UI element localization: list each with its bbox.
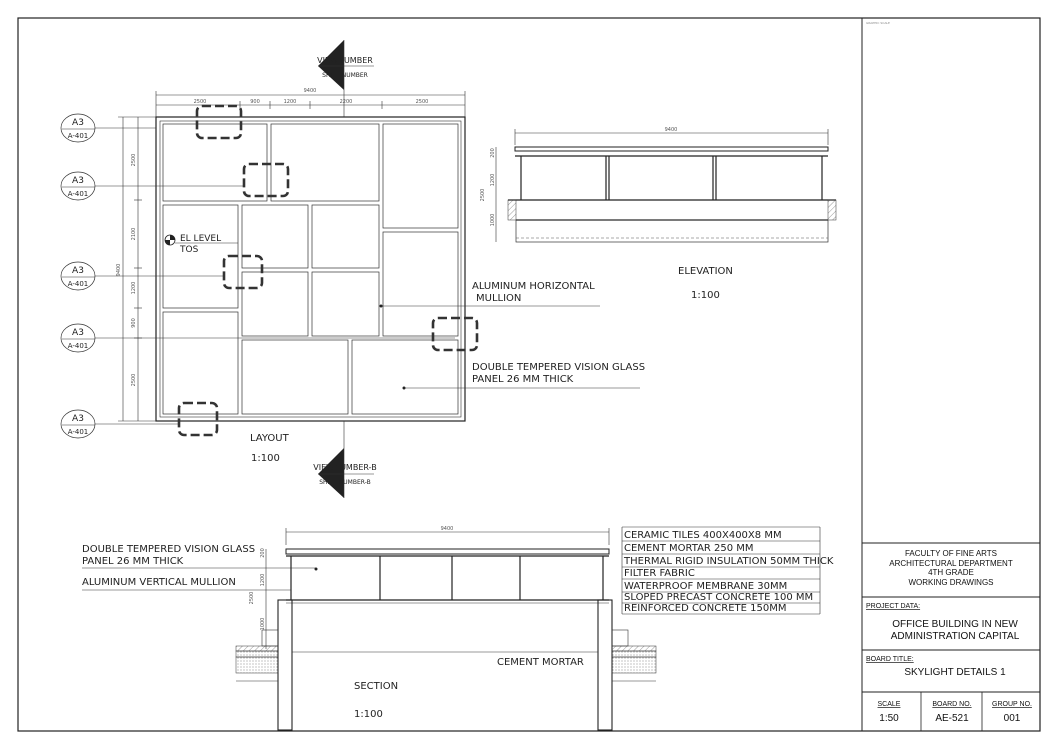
tb-board-title: SKYLIGHT DETAILS 1 bbox=[904, 667, 1006, 678]
sheet-header-small: GRAPHIC SCALE bbox=[866, 21, 890, 25]
bubble-4: A3 A-401 bbox=[60, 323, 455, 353]
section-title: SECTION bbox=[354, 681, 398, 692]
layer-4: FILTER FABRIC bbox=[624, 568, 695, 579]
layer-6: SLOPED PRECAST CONCRETE 100 MM bbox=[624, 592, 813, 603]
tb-group-no-value: 001 bbox=[1004, 713, 1021, 724]
plan-outer-frame bbox=[155, 116, 466, 422]
level-label-2: TOS bbox=[179, 245, 199, 255]
layer-5: WATERPROOF MEMBRANE 30MM bbox=[624, 581, 787, 592]
tb-scale-label: SCALE bbox=[878, 701, 901, 708]
plan-top-dim-5: 2500 bbox=[416, 99, 429, 105]
bubble-5-top: A3 bbox=[72, 414, 84, 424]
bubble-1: A3 A-401 bbox=[60, 113, 156, 143]
tb-group-no-label: GROUP NO. bbox=[992, 701, 1032, 708]
bubble-4-top: A3 bbox=[72, 328, 84, 338]
title-block: FACULTY OF FINE ARTS ARCHITECTURAL DEPAR… bbox=[862, 542, 1040, 731]
level-label-1: EL LEVEL bbox=[180, 234, 221, 244]
sec-vdim-4: 1000 bbox=[260, 618, 266, 631]
layer-1: CERAMIC TILES 400X400X8 MM bbox=[624, 530, 782, 541]
sec-vdim-3: 2500 bbox=[249, 592, 255, 605]
view-marker-bottom: VIEWNUMBER-B SHEETNUMBER-B bbox=[313, 421, 377, 498]
bubble-5: A3 A-401 bbox=[60, 409, 179, 439]
bubble-2-top: A3 bbox=[72, 176, 84, 186]
view-top-number: VIEWNUMBER bbox=[317, 56, 373, 65]
note-glass-1: DOUBLE TEMPERED VISION GLASS bbox=[472, 362, 645, 373]
elevation-title: ELEVATION bbox=[678, 266, 733, 277]
sec-overall-dim: 9400 bbox=[441, 526, 454, 532]
plan-top-dim-2: 900 bbox=[250, 99, 260, 105]
plan-top-dim-1: 2500 bbox=[194, 99, 207, 105]
tb-project-line-1: OFFICE BUILDING IN NEW bbox=[892, 619, 1018, 630]
view-top-sheet: SHEETNUMBER bbox=[322, 72, 368, 79]
section-bubbles: A3 A-401 A3 A-401 A3 A-401 A3 bbox=[60, 113, 455, 439]
tb-drawings: WORKING DRAWINGS bbox=[908, 578, 993, 587]
elev-vdim-2: 1200 bbox=[490, 174, 496, 187]
bubble-3: A3 A-401 bbox=[60, 261, 224, 291]
layout-title: LAYOUT bbox=[250, 433, 290, 444]
view-bottom-number: VIEWNUMBER-B bbox=[313, 463, 376, 472]
plan-left-dim-2: 2100 bbox=[131, 228, 137, 241]
bubble-3-bottom: A-401 bbox=[68, 280, 89, 288]
plan-left-overall: 9400 bbox=[116, 264, 122, 277]
plan-top-dim-4: 2200 bbox=[340, 99, 353, 105]
view-bottom-sheet: SHEETNUMBER-B bbox=[319, 479, 371, 486]
plan-inner-frame bbox=[159, 120, 462, 418]
sec-vdim-2: 1200 bbox=[260, 574, 266, 587]
sec-vdim-1: 200 bbox=[260, 548, 266, 558]
plan-left-dim-1: 2500 bbox=[131, 154, 137, 167]
sec-note-mullion: ALUMINUM VERTICAL MULLION bbox=[82, 577, 236, 588]
elevation-view: 9400 200 1200 2500 1000 ELEVATION 1:100 bbox=[480, 127, 837, 301]
plan-left-dim-4: 900 bbox=[131, 318, 137, 328]
section-scale: 1:100 bbox=[354, 709, 383, 720]
bubble-2: A3 A-401 bbox=[60, 171, 244, 201]
sheet-border bbox=[17, 17, 1041, 732]
elev-vdim-1: 200 bbox=[490, 148, 496, 158]
plan-top-dim-3: 1200 bbox=[284, 99, 297, 105]
level-marker: EL LEVEL TOS bbox=[164, 234, 238, 255]
plan-left-dims: 9400 2500 2100 1200 900 2500 bbox=[116, 116, 156, 422]
section-view: 9400 200 1200 2500 1000 DOUBLE TEMPERED … bbox=[82, 526, 834, 731]
detail-callouts bbox=[177, 104, 479, 437]
note-glass-2: PANEL 26 MM THICK bbox=[472, 374, 574, 385]
section-layer-notes: CERAMIC TILES 400X400X8 MM CEMENT MORTAR… bbox=[621, 526, 834, 615]
tb-project-label: PROJECT DATA: bbox=[866, 603, 920, 610]
layer-2: CEMENT MORTAR 250 MM bbox=[624, 543, 754, 554]
tb-project-line-2: ADMINISTRATION CAPITAL bbox=[891, 631, 1020, 642]
sec-note-mortar: CEMENT MORTAR bbox=[497, 657, 584, 668]
plan-left-dim-3: 1200 bbox=[131, 282, 137, 295]
tb-faculty: FACULTY OF FINE ARTS bbox=[905, 549, 997, 558]
layer-3: THERMAL RIGID INSULATION 50MM THICK bbox=[623, 556, 834, 567]
tb-department: ARCHITECTURAL DEPARTMENT bbox=[889, 559, 1013, 568]
tb-grade: 4TH GRADE bbox=[928, 568, 974, 577]
bubble-2-bottom: A-401 bbox=[68, 190, 89, 198]
tb-board-no-label: BOARD NO. bbox=[932, 701, 971, 708]
elev-vdim-4: 1000 bbox=[490, 214, 496, 227]
plan-panels bbox=[162, 123, 459, 415]
elev-overall-dim: 9400 bbox=[665, 127, 678, 133]
sec-note-glass-2: PANEL 26 MM THICK bbox=[82, 556, 184, 567]
sec-note-glass-1: DOUBLE TEMPERED VISION GLASS bbox=[82, 544, 255, 555]
tb-board-title-label: BOARD TITLE: bbox=[866, 656, 914, 663]
note-mullion-1: ALUMINUM HORIZONTAL bbox=[472, 281, 595, 292]
tb-board-no-value: AE-521 bbox=[935, 713, 969, 724]
view-marker-top: VIEWNUMBER SHEETNUMBER bbox=[317, 40, 374, 117]
bubble-4-bottom: A-401 bbox=[68, 342, 89, 350]
layer-7: REINFORCED CONCRETE 150MM bbox=[624, 603, 786, 614]
tb-scale-value: 1:50 bbox=[879, 713, 899, 724]
plan-left-dim-5: 2500 bbox=[131, 374, 137, 387]
bubble-1-top: A3 bbox=[72, 118, 84, 128]
layout-plan: 9400 2500 900 1200 2200 2500 9400 2500 2… bbox=[60, 40, 645, 498]
plan-overall-dim: 9400 bbox=[304, 88, 317, 94]
bubble-5-bottom: A-401 bbox=[68, 428, 89, 436]
note-mullion-2: MULLION bbox=[476, 293, 521, 304]
elevation-scale: 1:100 bbox=[691, 290, 720, 301]
plan-notes: ALUMINUM HORIZONTAL MULLION DOUBLE TEMPE… bbox=[379, 281, 645, 390]
layout-scale: 1:100 bbox=[251, 453, 280, 464]
elev-vdim-3: 2500 bbox=[480, 189, 486, 202]
bubble-1-bottom: A-401 bbox=[68, 132, 89, 140]
bubble-3-top: A3 bbox=[72, 266, 84, 276]
plan-top-dims: 9400 2500 900 1200 2200 2500 bbox=[155, 88, 466, 117]
